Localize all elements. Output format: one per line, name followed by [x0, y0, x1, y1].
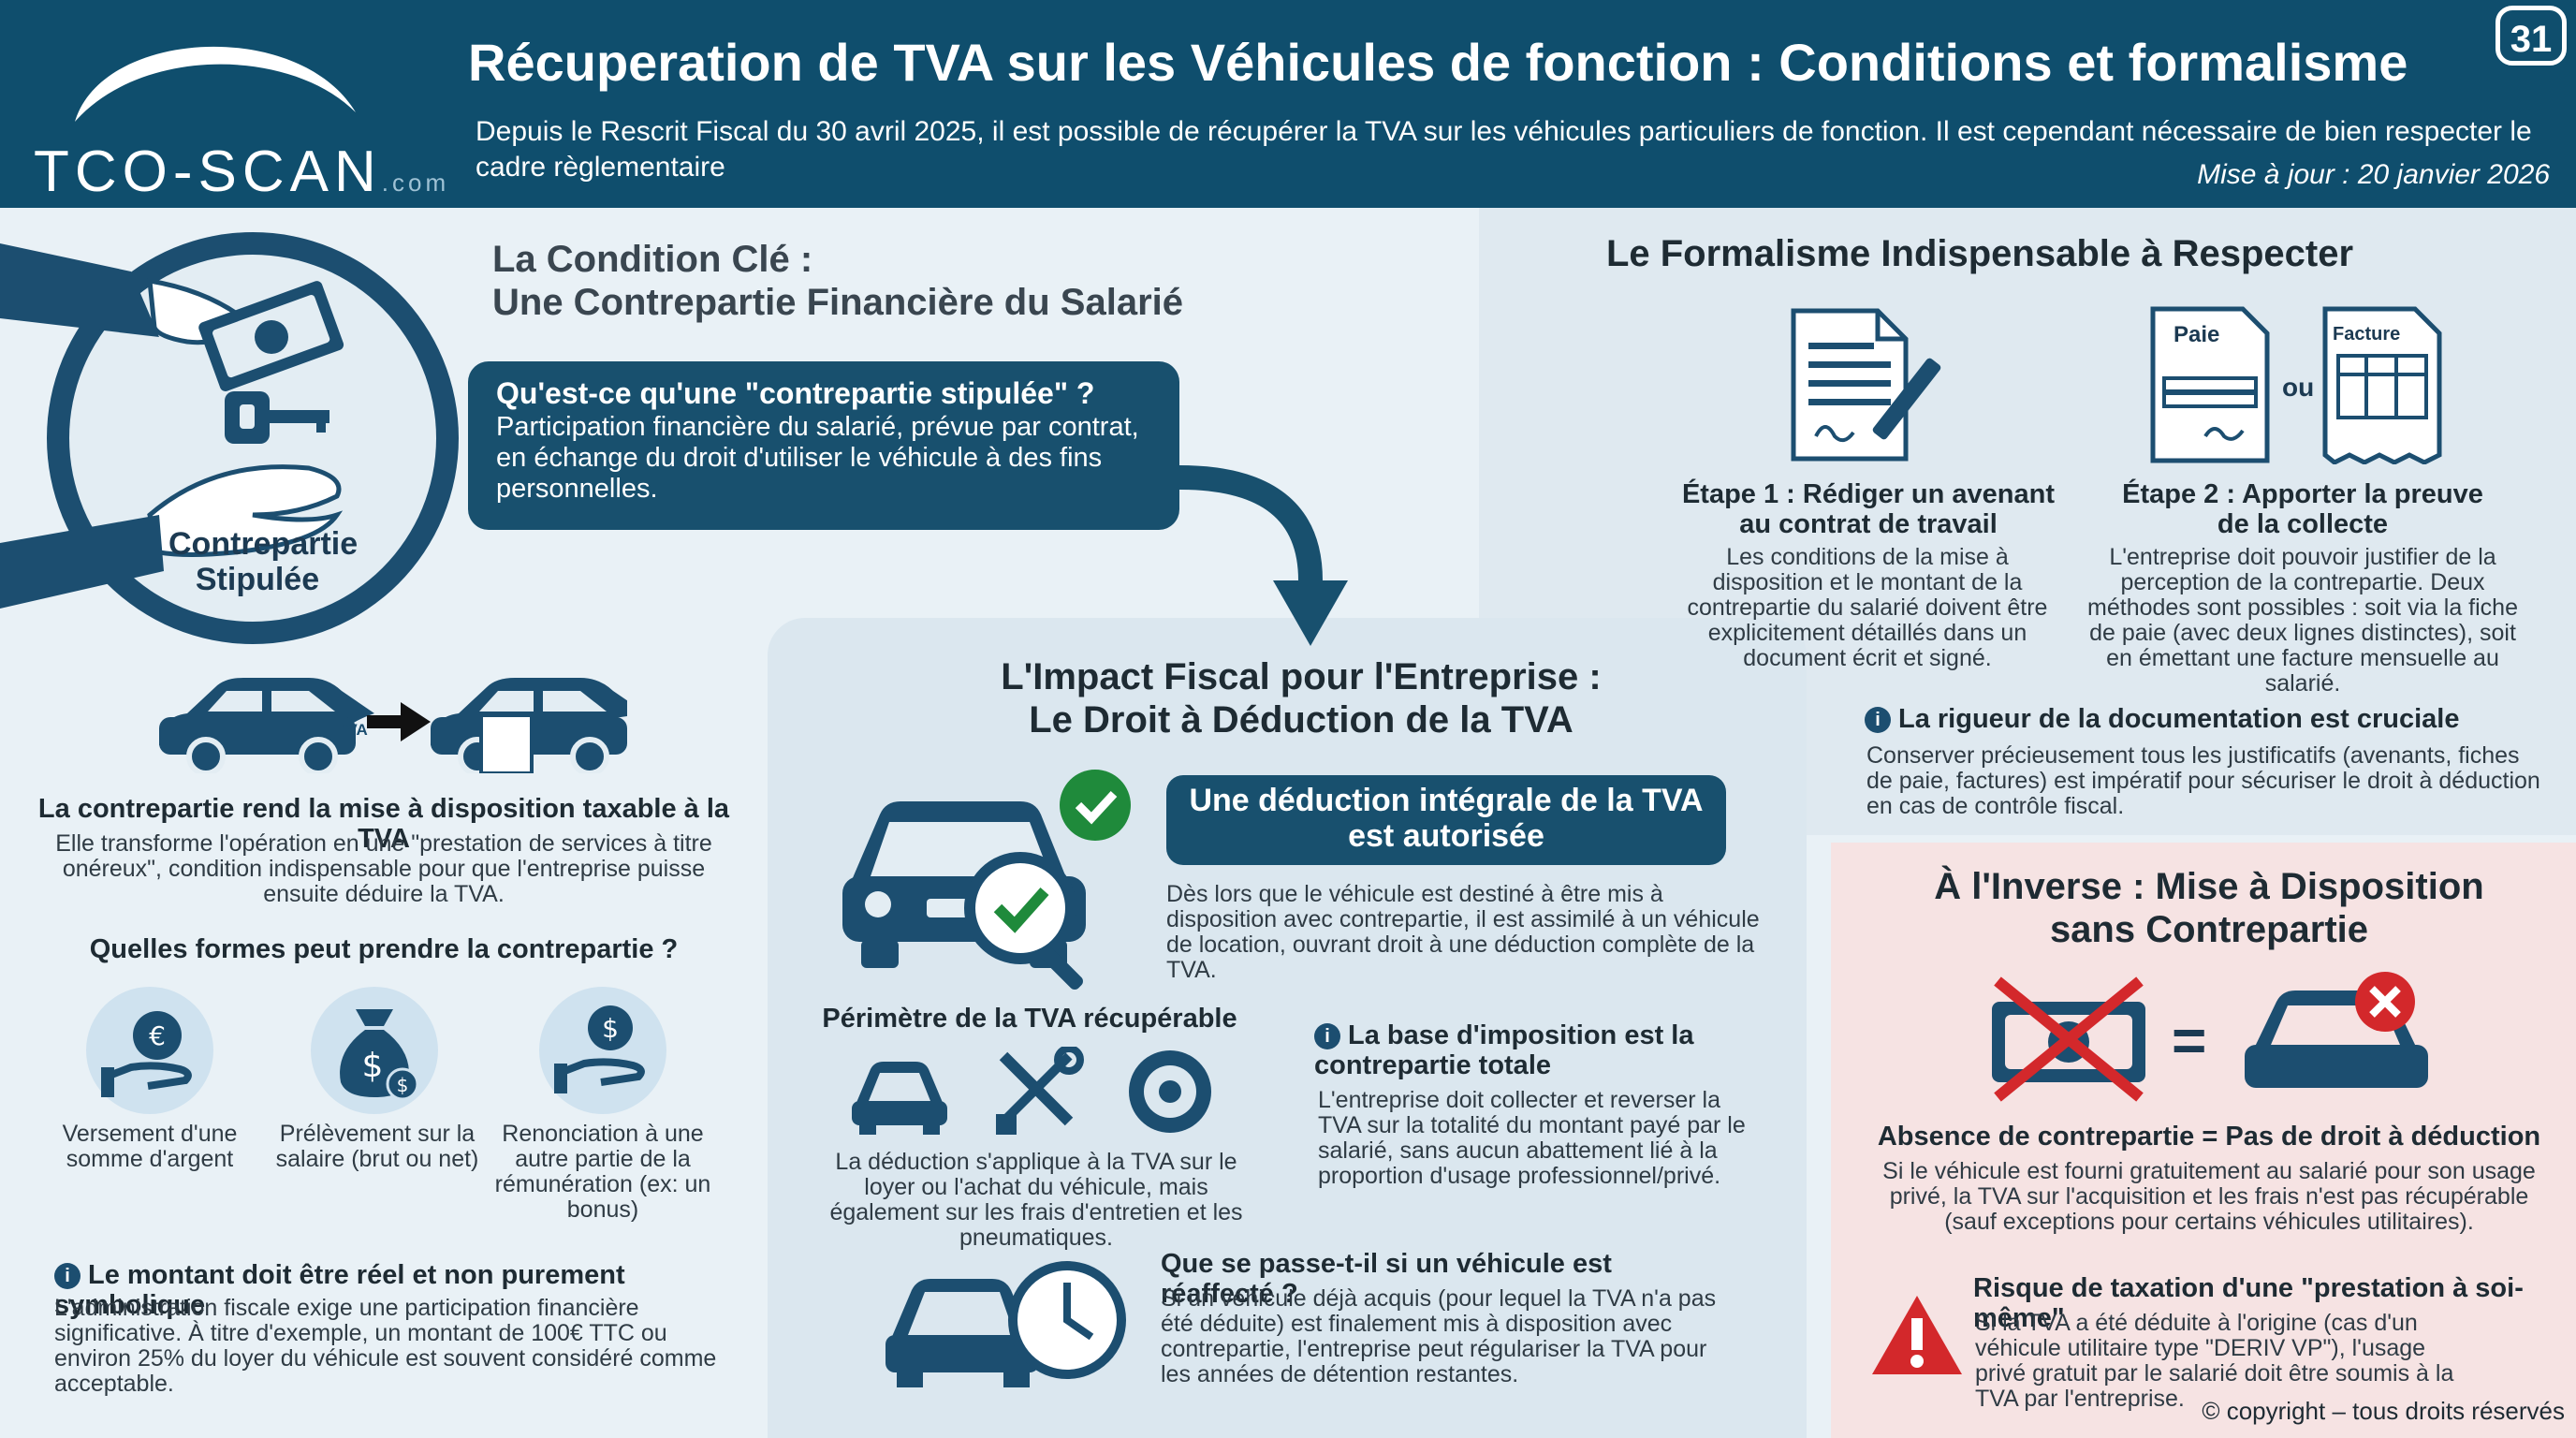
step1-heading: Étape 1 : Rédiger un avenant au contrat … [1681, 479, 2056, 539]
invoice-label: Facture [2333, 324, 2401, 345]
form-label: Versement d'une somme d'argent [62, 1121, 238, 1172]
page-subtitle: Depuis le Rescrit Fiscal du 30 avril 202… [476, 116, 2532, 183]
copyright: © copyright – tous droits réservés [2202, 1397, 2565, 1425]
base-heading-text: La base d'imposition est la contrepartie… [1314, 1020, 1694, 1080]
impact-title-line1: L'Impact Fiscal pour l'Entreprise : [1001, 656, 1602, 697]
deduction-banner-line2: est autorisée [1348, 818, 1544, 854]
rigor-heading: i La rigueur de la documentation est cruc… [1865, 704, 2557, 734]
risk-text: Si la TVA a été déduite à l'origine (cas… [1975, 1310, 2454, 1412]
inverse-panel [1831, 843, 2576, 1438]
hero-label-line2: Stipulée [195, 562, 320, 597]
info-icon: i [1314, 1023, 1340, 1050]
callout-question: Qu'est-ce qu'une "contrepartie stipulée"… [496, 376, 1095, 410]
info-icon: i [54, 1263, 80, 1290]
payslip-label: Paie [2174, 322, 2220, 347]
reassign-heading: Que se passe-t-il si un véhicule est réa… [1161, 1249, 1612, 1309]
step2-text: L'entreprise doit pouvoir justifier de l… [2087, 544, 2518, 697]
equals-sign: = [2172, 1006, 2207, 1074]
deduction-banner-line1: Une déduction intégrale de la TVA [1189, 783, 1704, 818]
callout-box [468, 361, 1179, 530]
curved-arrow-icon [1178, 465, 1348, 646]
car-cross-icon [2245, 972, 2428, 1088]
inverse-title: À l'Inverse : Mise à Disposition sans Co… [1853, 865, 2565, 951]
condition-title-line2: Une Contrepartie Financière du Salarié [492, 282, 1183, 323]
callout-text: Participation financière du salarié, pré… [496, 412, 1139, 504]
reassign-text: Si un véhicule déjà acquis (pour lequel … [1161, 1285, 1717, 1387]
condition-title-line1: La Condition Clé : [492, 239, 813, 280]
logo-main-text: TCO-SCAN [34, 139, 382, 204]
svg-text:€: € [149, 1020, 166, 1051]
rigor-heading-text: La rigueur de la documentation est cruci… [1898, 704, 2460, 734]
absence-text: Si le véhicule est fourni gratuitement a… [1882, 1158, 2536, 1235]
callout-content: Qu'est-ce qu'une "contrepartie stipulée"… [496, 376, 1161, 505]
svg-text:$: $ [397, 1074, 409, 1096]
update-date: Mise à jour : 20 janvier 2026 [2197, 159, 2550, 190]
logo: TCO-SCAN.com [34, 139, 449, 205]
page-number-badge: 31 [2496, 6, 2567, 66]
step1-text: Les conditions de la mise à disposition … [1687, 544, 2048, 671]
money-bag-dollar-icon: $ $ [340, 1009, 419, 1101]
car-to-taxable-car-icon [159, 678, 627, 773]
forms-heading: Quelles formes peut prendre la contrepar… [89, 934, 679, 964]
impact-title: L'Impact Fiscal pour l'Entreprise : Le D… [936, 655, 1666, 741]
wrench-screwdriver-icon [996, 1047, 1084, 1135]
taxable-text: Elle transforme l'opération en une "pres… [55, 830, 712, 907]
scope-icons [852, 1047, 1211, 1135]
payslip-doc: Paie [2149, 305, 2271, 464]
rigor-text: Conserver précieusement tous les justifi… [1866, 742, 2540, 819]
car-magnifier-check-icon [842, 770, 1131, 990]
formalism-title: Le Formalisme Indispensable à Respecter [1605, 233, 2354, 274]
warning-triangle-icon [1872, 1296, 1962, 1374]
form-label: Renonciation à une autre partie de la ré… [494, 1121, 711, 1223]
logo-suffix: .com [381, 169, 450, 197]
scope-heading: Périmètre de la TVA récupérable [822, 1004, 1237, 1034]
hero-label-line1: Contrepartie [168, 526, 359, 562]
deduction-text: Dès lors que le véhicule est destiné à ê… [1166, 881, 1760, 983]
svg-text:$: $ [362, 1047, 384, 1085]
invoice-icon [2322, 306, 2442, 464]
condition-title: La Condition Clé : Une Contrepartie Fina… [492, 238, 1204, 324]
deduction-banner: Une déduction intégrale de la TVA est au… [1166, 783, 1726, 854]
inverse-title-line2: sans Contrepartie [2049, 909, 2369, 950]
risk-heading: Risque de taxation d'une "prestation à s… [1973, 1273, 2524, 1333]
page-title: Récuperation de TVA sur les Véhicules de… [468, 33, 2408, 92]
tva-doc-label: TVA [337, 721, 368, 739]
base-text: L'entreprise doit collecter et reverser … [1318, 1087, 1746, 1189]
scope-text: La déduction s'applique à la TVA sur le … [829, 1149, 1243, 1251]
amount-note-heading-text: Le montant doit être réel et non puremen… [54, 1260, 625, 1320]
info-icon: i [1865, 707, 1891, 734]
form-label: Prélèvement sur la salaire (brut ou net) [275, 1121, 479, 1172]
invoice-doc: Facture [2321, 305, 2443, 464]
hands-exchange-icon [0, 243, 344, 609]
inverse-title-line1: À l'Inverse : Mise à Disposition [1934, 866, 2484, 907]
hand-dollar-coin-icon: $ [554, 1005, 645, 1093]
hero-label: Contrepartie Stipulée [168, 526, 359, 597]
header-banner [0, 0, 2576, 208]
svg-text:$: $ [602, 1013, 619, 1044]
contract-pen-icon [1791, 308, 1941, 462]
car-icon [852, 1062, 947, 1135]
doc-or-label: ou [2282, 373, 2315, 402]
amount-note-text: L'administration fiscale exige une parti… [54, 1295, 717, 1397]
payslip-icon [2150, 306, 2270, 463]
impact-title-line2: Le Droit à Déduction de la TVA [1029, 699, 1573, 741]
absence-heading: Absence de contrepartie = Pas de droit à… [1877, 1122, 2541, 1152]
crossed-money-icon [1992, 976, 2145, 1102]
logo-swoosh-icon [75, 46, 356, 122]
deduction-box [1166, 775, 1726, 865]
car-clock-icon [886, 1261, 1126, 1387]
step2-heading: Étape 2 : Apporter la preuve de la colle… [2122, 479, 2483, 539]
taxable-heading: La contrepartie rend la mise à dispositi… [37, 794, 730, 854]
tire-icon [1129, 1050, 1211, 1133]
hand-euro-coin-icon: € [101, 1011, 192, 1097]
